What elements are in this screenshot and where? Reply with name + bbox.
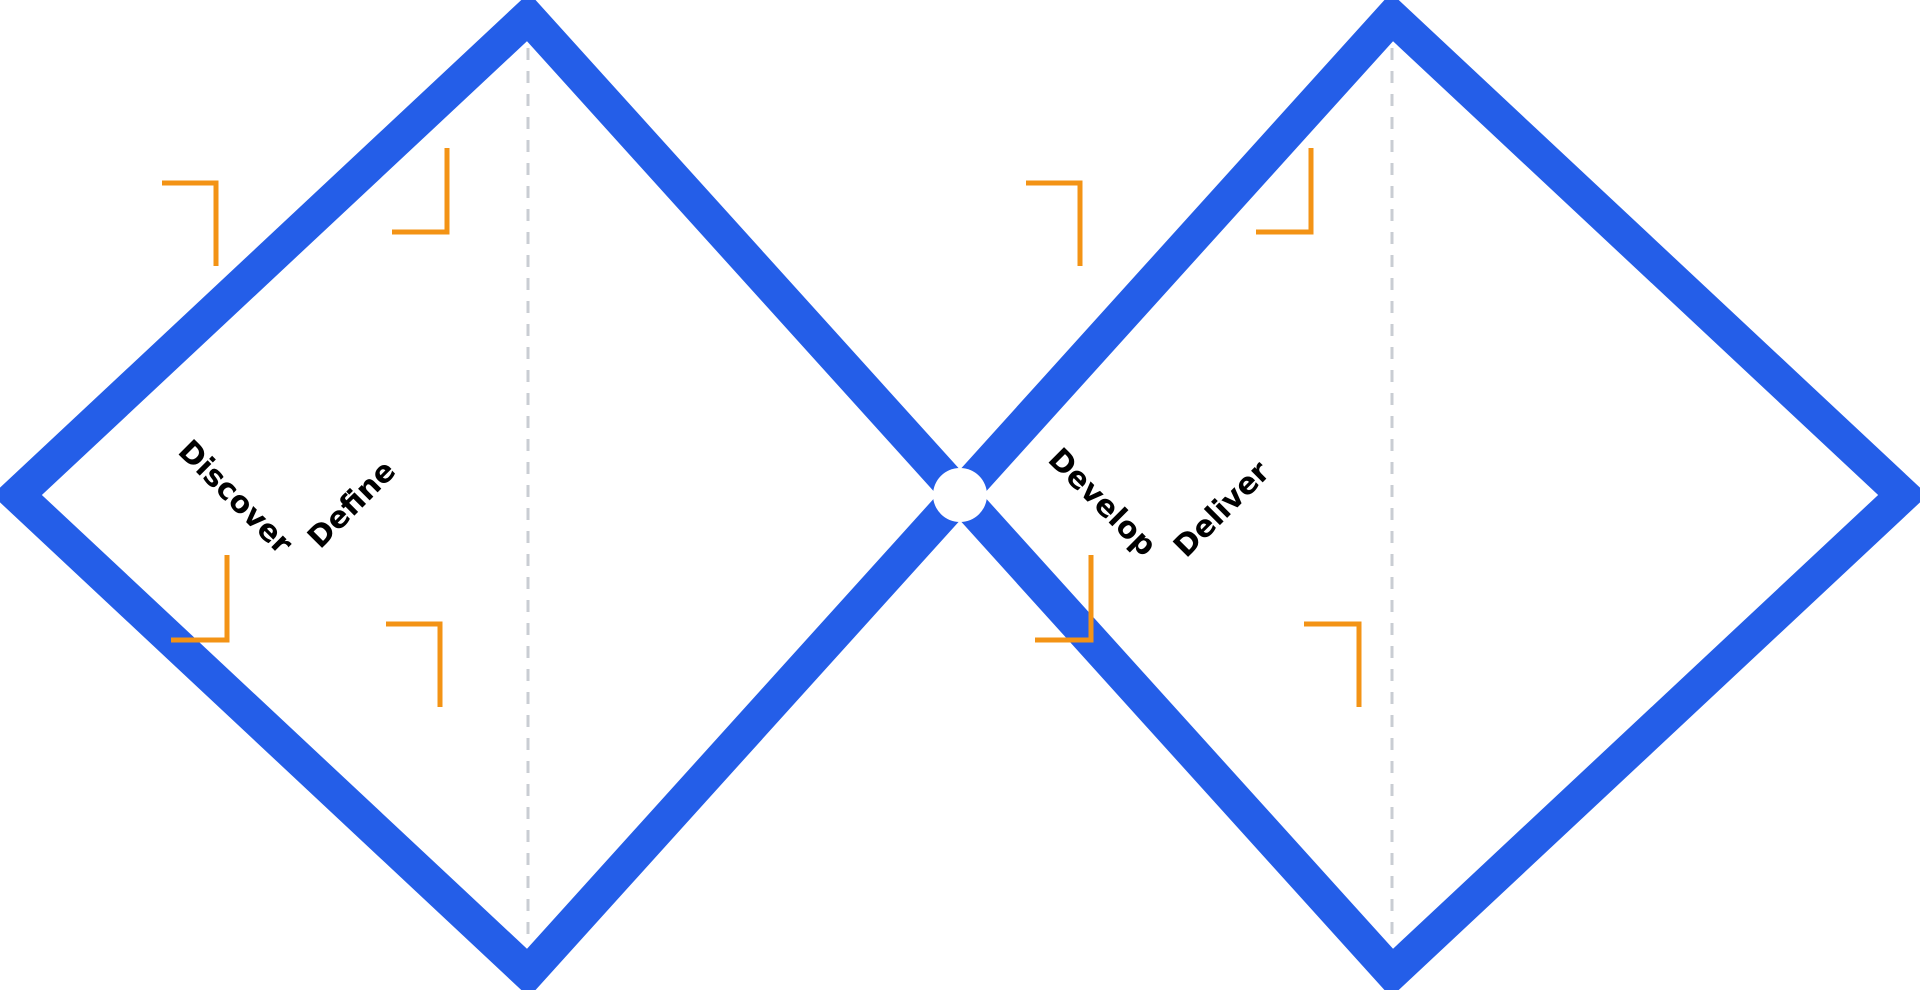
- bracket-bottom-left: [171, 555, 230, 643]
- bracket-top-left: [162, 180, 219, 266]
- center-junction: [933, 468, 987, 522]
- bracket-top-right-2: [1256, 148, 1314, 235]
- left-diamond: [0, 0, 983, 990]
- bracket-top-left-2: [1026, 180, 1083, 266]
- bracket-bottom-right-2: [1304, 621, 1362, 707]
- bracket-top-right: [392, 148, 450, 235]
- right-diamond: [937, 0, 1920, 990]
- bracket-bottom-right: [386, 621, 443, 707]
- bracket-bottom-left-2: [1035, 555, 1094, 643]
